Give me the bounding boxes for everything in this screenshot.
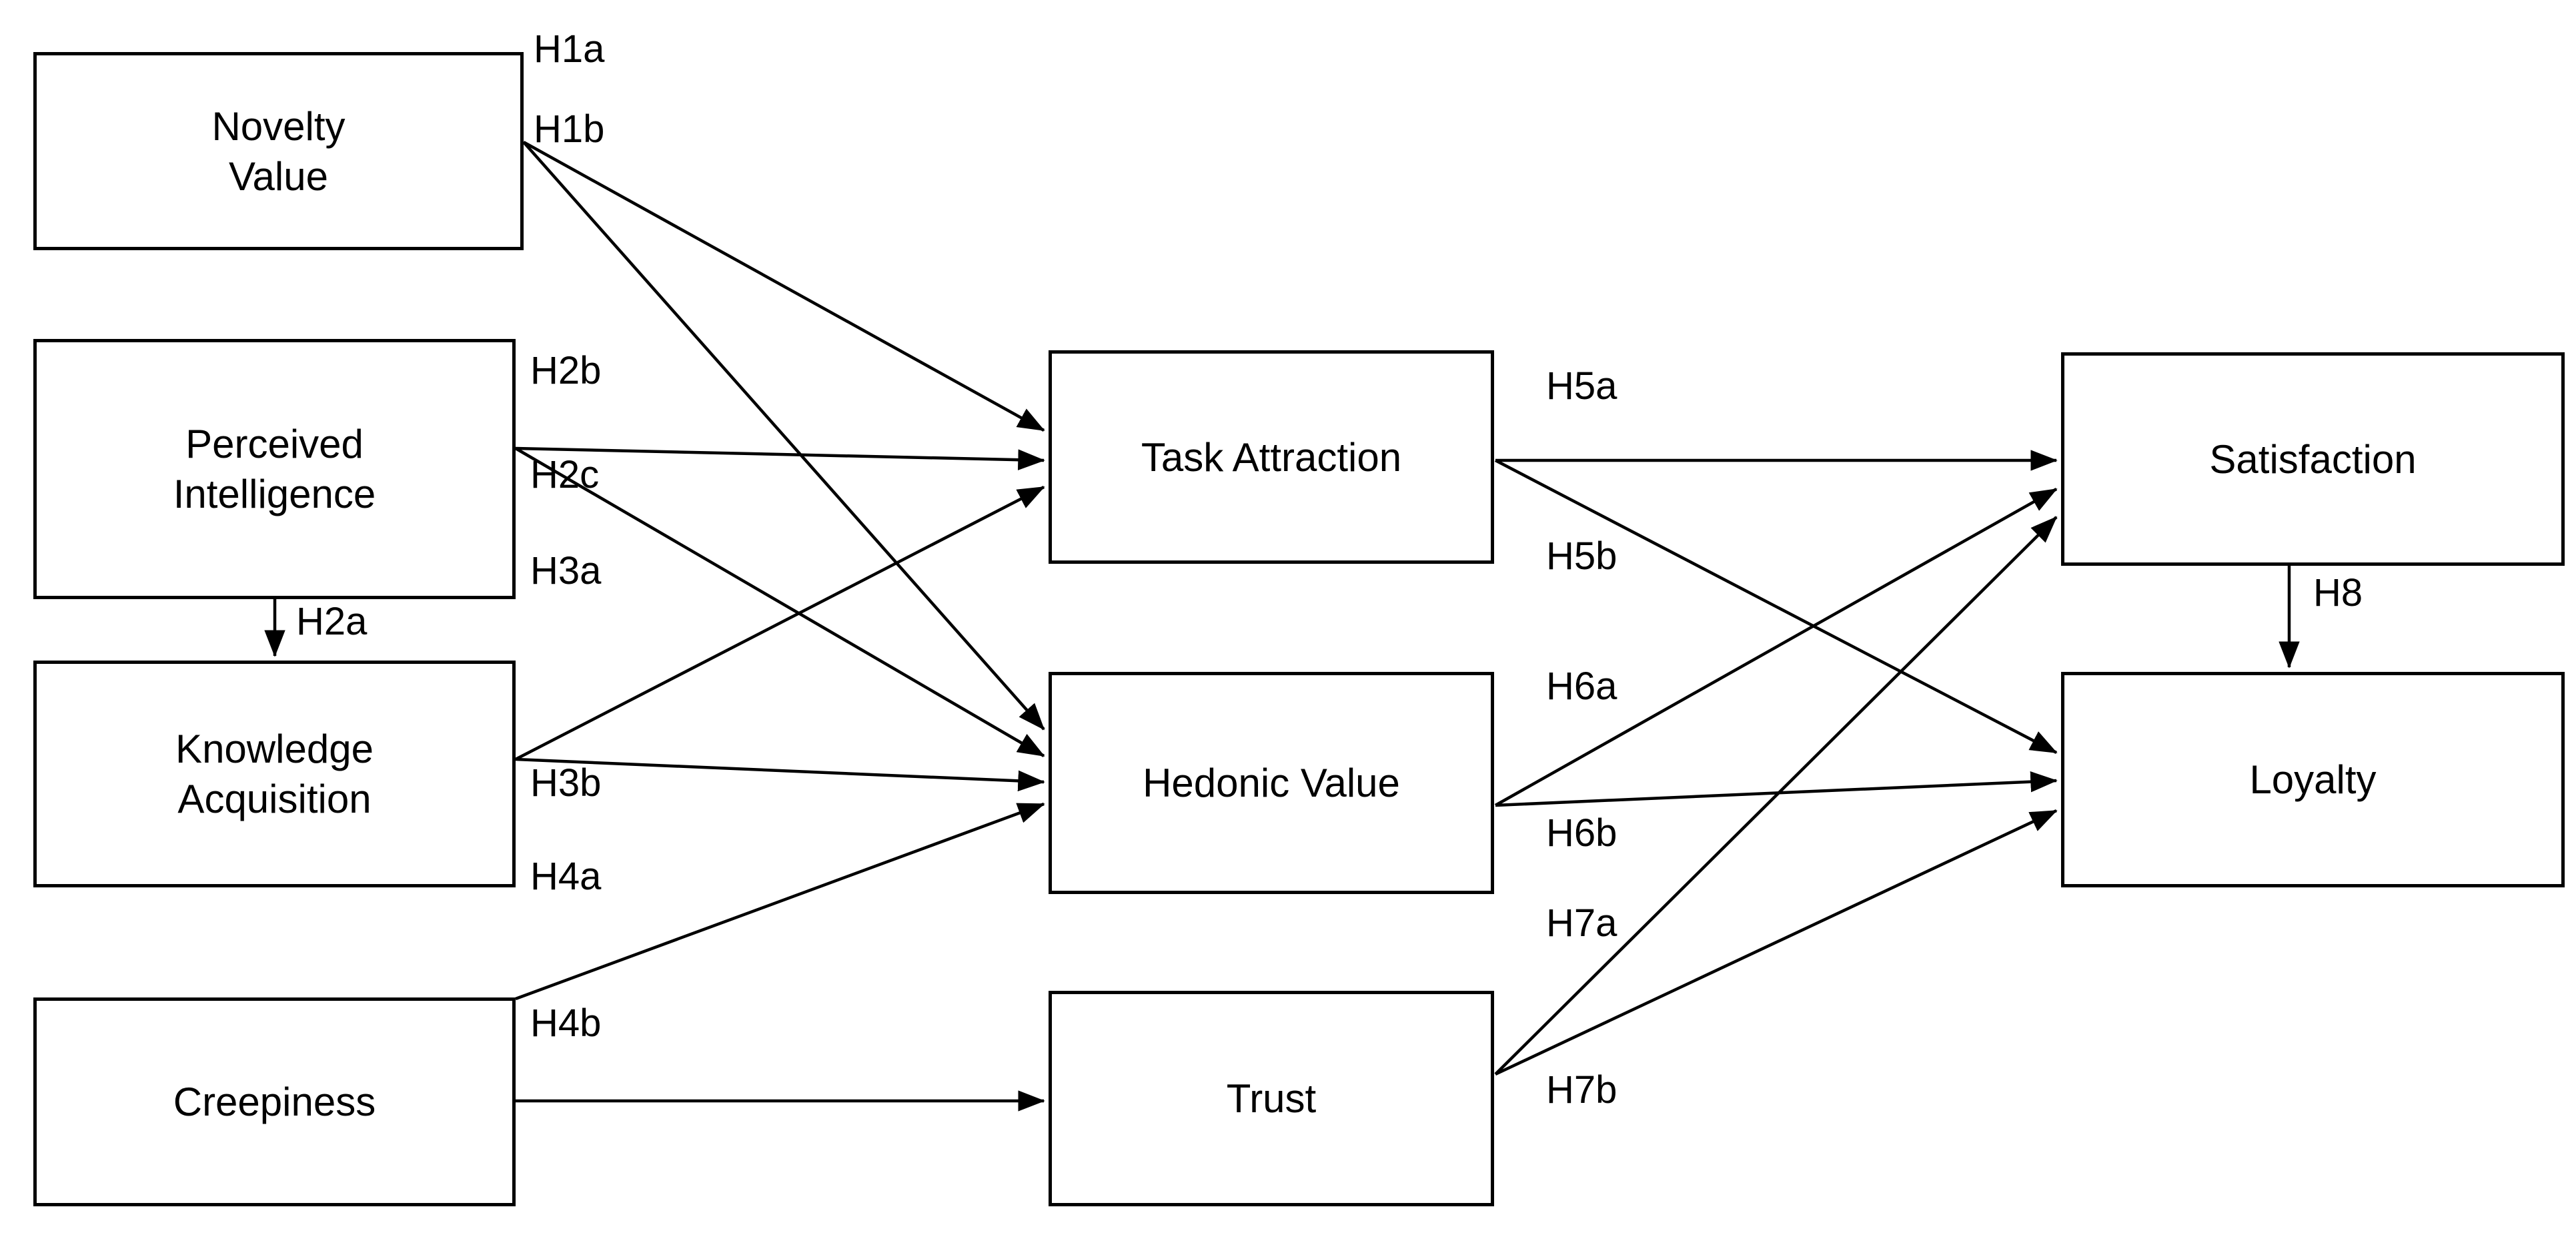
edge-h2b [515, 446, 1045, 470]
edge-label-h5b: H5b [1546, 534, 1618, 578]
node-label: Task Attraction [1141, 434, 1402, 480]
edge-lines [264, 141, 2300, 1112]
node-label: Satisfaction [2209, 436, 2417, 482]
edge-h3a [514, 485, 1045, 761]
node-label: Creepiness [173, 1080, 376, 1124]
edge-h2c [514, 447, 1045, 757]
edge-label-h3a: H3a [530, 549, 602, 592]
edge-label-h5a: H5a [1546, 364, 1618, 408]
node-task-attraction[interactable]: Task Attraction [1049, 350, 1494, 564]
node-satisfaction[interactable]: Satisfaction [2061, 352, 2565, 566]
edge-label-h1b: H1b [534, 107, 605, 151]
edge-h4a [515, 802, 1045, 1001]
edge-h1a [522, 141, 1045, 432]
edge-label-h1a: H1a [534, 27, 605, 71]
edge-label-h2c: H2c [530, 453, 600, 496]
edge-h1b [522, 141, 1045, 731]
edge-h7a [1494, 516, 2058, 1076]
edge-h5b [1494, 459, 2058, 754]
edge-label-h4a: H4a [530, 855, 602, 898]
node-label: Trust [1226, 1076, 1317, 1121]
node-loyalty[interactable]: Loyalty [2061, 672, 2565, 887]
node-label: Novelty Value [211, 103, 346, 199]
edge-h7b [1495, 809, 2058, 1076]
edge-h6b [1495, 771, 2058, 807]
node-creepiness[interactable]: Creepiness [33, 997, 516, 1206]
node-knowledge-acquisition[interactable]: Knowledge Acquisition [33, 661, 516, 887]
node-novelty-value[interactable]: Novelty Value [33, 52, 524, 250]
edge-h3b [515, 757, 1045, 792]
edge-label-h8: H8 [2313, 571, 2363, 614]
node-label: Loyalty [2249, 757, 2377, 802]
edge-h6a [1494, 488, 2058, 807]
edge-label-h6b: H6b [1546, 811, 1618, 855]
node-perceived-intelligence[interactable]: Perceived Intelligence [33, 339, 516, 599]
edge-label-h3b: H3b [530, 761, 602, 805]
edge-label-h2b: H2b [530, 349, 602, 392]
edge-label-h4b: H4b [530, 1001, 602, 1045]
edge-label-h2a: H2a [296, 600, 368, 643]
node-label: Hedonic Value [1143, 761, 1400, 805]
node-trust[interactable]: Trust [1049, 991, 1494, 1206]
node-hedonic-value[interactable]: Hedonic Value [1049, 672, 1494, 894]
node-label: Perceived Intelligence [173, 422, 376, 516]
edge-label-h7a: H7a [1546, 901, 1618, 945]
node-label: Knowledge Acquisition [175, 727, 374, 821]
edge-label-h7b: H7b [1546, 1068, 1618, 1112]
edge-label-h6a: H6a [1546, 665, 1618, 708]
